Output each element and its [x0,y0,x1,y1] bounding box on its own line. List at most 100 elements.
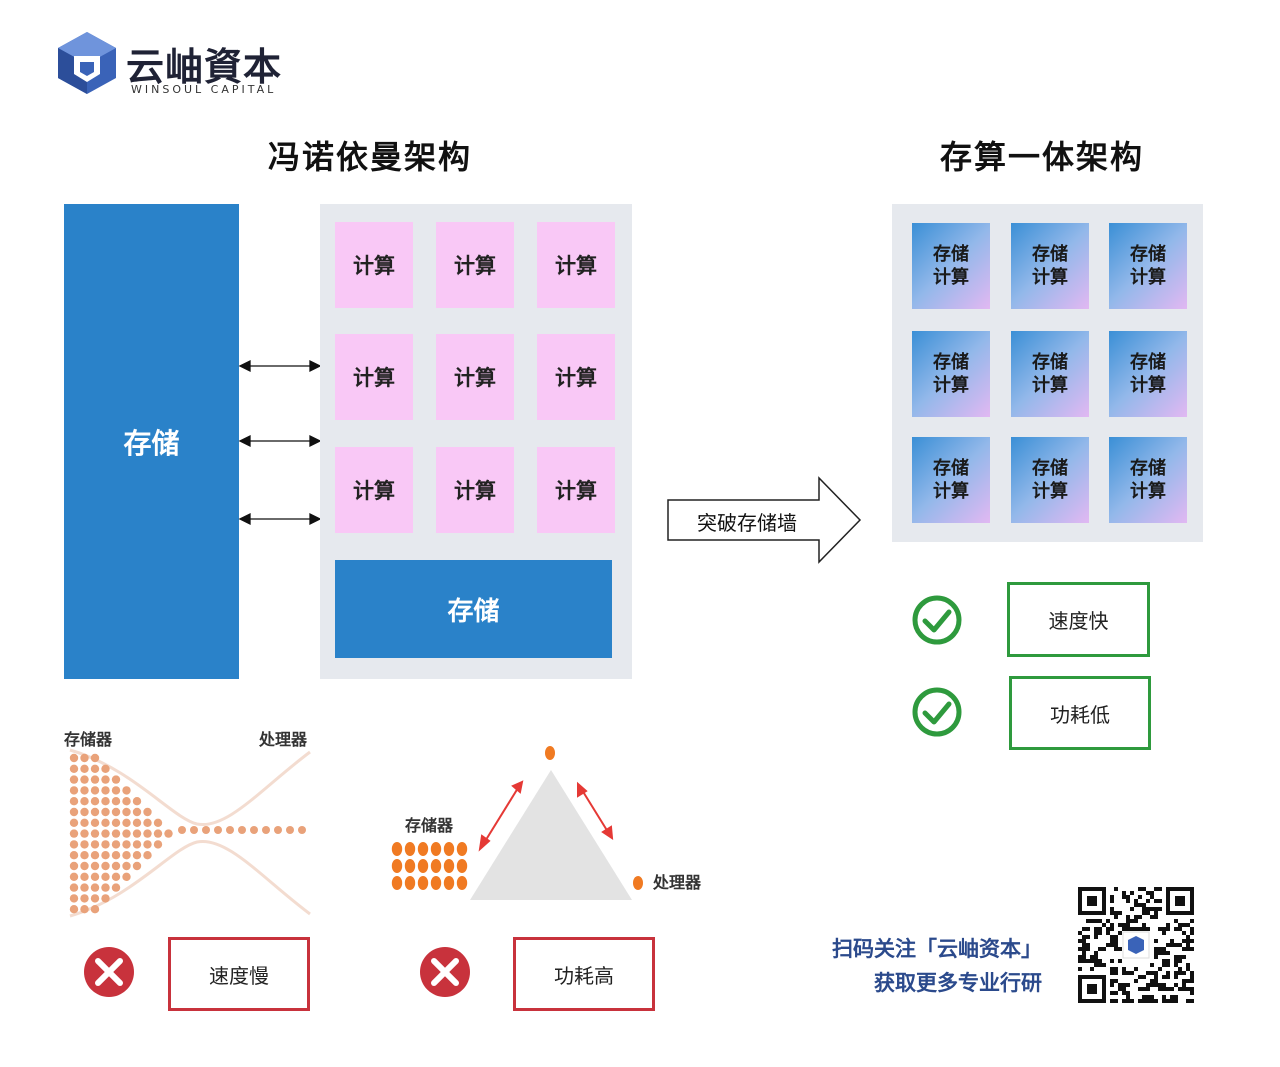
memory-dot [80,861,89,871]
triangle-memory-label: 存储器 [405,816,454,835]
data-flow-dot [298,826,306,834]
memory-dot [90,775,100,784]
cross-icon [420,947,470,997]
cim-cell-compute: 计算 [1032,481,1068,502]
drawback-high-power-box: 功耗高 [513,937,655,1011]
memory-dot [111,818,121,827]
memory-dot [101,829,110,838]
cache-storage-label: 存储 [447,596,500,627]
bottleneck-processor-label: 处理器 [259,730,308,749]
main-storage-block: 存储 [64,204,239,679]
memory-dot [132,807,142,817]
memory-dot [80,840,89,849]
memory-dot [101,883,110,892]
von-neumann-title: 冯诺依曼架构 [268,138,473,176]
triangle-diagram [391,746,643,900]
cta-line-2: 获取更多专业行研 [874,971,1042,995]
cim-cell-compute: 计算 [933,481,969,502]
compute-cell: 计算 [436,334,514,420]
memory-dot [404,859,416,873]
main-storage-label: 存储 [123,426,180,460]
memory-dot [430,859,442,873]
memory-dot [80,851,89,860]
cim-cell-compute: 计算 [1130,375,1166,396]
memory-dot [122,797,131,806]
memory-dot [90,883,100,892]
memory-dot [101,786,110,795]
memory-dot [122,840,131,849]
memory-dot [101,797,110,806]
memory-dot [132,797,142,806]
data-flow-dot [238,826,246,834]
memory-dot [80,775,89,784]
benefit-fast-box: 速度快 [1007,582,1150,657]
memory-dot [132,829,142,838]
memory-dot [391,842,403,856]
compute-cell: 计算 [436,447,514,533]
memory-dot [90,840,100,849]
cim-cell: 存储计算 [1109,223,1187,309]
memory-dot [80,829,89,838]
bottleneck-diagram [69,748,311,918]
memory-dot [69,818,79,827]
cim-cell: 存储计算 [1011,223,1089,309]
memory-dot [101,764,110,773]
memory-dot [417,859,429,873]
memory-dot [111,851,121,860]
compute-cell: 计算 [436,222,514,308]
memory-dot [111,840,121,849]
memory-dot [111,775,121,784]
compute-cell: 计算 [537,222,615,308]
cim-cell-compute: 计算 [1130,481,1166,502]
memory-dot [122,807,131,817]
cim-cell: 存储计算 [1011,437,1089,523]
bottleneck-memory-label: 存储器 [64,730,113,749]
memory-dot [456,859,468,873]
memory-dot [391,876,403,890]
memory-dot [80,764,89,773]
memory-dot [132,861,142,871]
compute-cell: 计算 [537,334,615,420]
memory-dot [417,842,429,856]
memory-dot [443,842,455,856]
cta-line-1: 扫码关注「云岫资本」 [832,937,1042,961]
memory-dot [111,786,121,795]
memory-dot [90,894,100,903]
memory-dot [132,840,142,849]
memory-dot [101,894,110,903]
memory-dot [456,842,468,856]
cim-cell: 存储计算 [912,437,990,523]
memory-dot [391,859,403,873]
memory-dot [90,797,100,806]
memory-dot [153,818,163,827]
memory-dot [122,786,131,795]
memory-dots [69,753,306,914]
memory-dot [101,818,110,827]
memory-dot [69,829,79,838]
drawback-slow-label: 速度慢 [209,963,269,988]
benefit-fast-label: 速度快 [1048,609,1109,633]
qr-code-icon[interactable] [1077,886,1195,1004]
memory-dot [122,861,131,871]
memory-dot [101,861,110,871]
brand-name-cn: 云岫資本 [126,44,283,89]
cim-cell: 存储计算 [1109,437,1187,523]
memory-dots [391,842,468,890]
memory-dot [69,807,79,817]
memory-dot [80,894,89,903]
memory-dot [143,829,152,838]
data-flow-dot [190,826,198,834]
data-flow-dot [202,826,210,834]
memory-dot [101,851,110,860]
memory-dot [456,876,468,890]
cim-cell-storage: 存储 [1032,352,1068,373]
memory-dot [101,807,110,817]
cross-icon [84,947,134,997]
cta-text: 扫码关注「云岫资本」 获取更多专业行研 [790,932,1042,1000]
memory-dot [69,840,79,849]
memory-dot [80,905,89,914]
data-flow-dot [178,826,186,834]
cim-cell-storage: 存储 [933,458,969,479]
memory-dot [69,753,79,763]
memory-dot [69,894,79,903]
